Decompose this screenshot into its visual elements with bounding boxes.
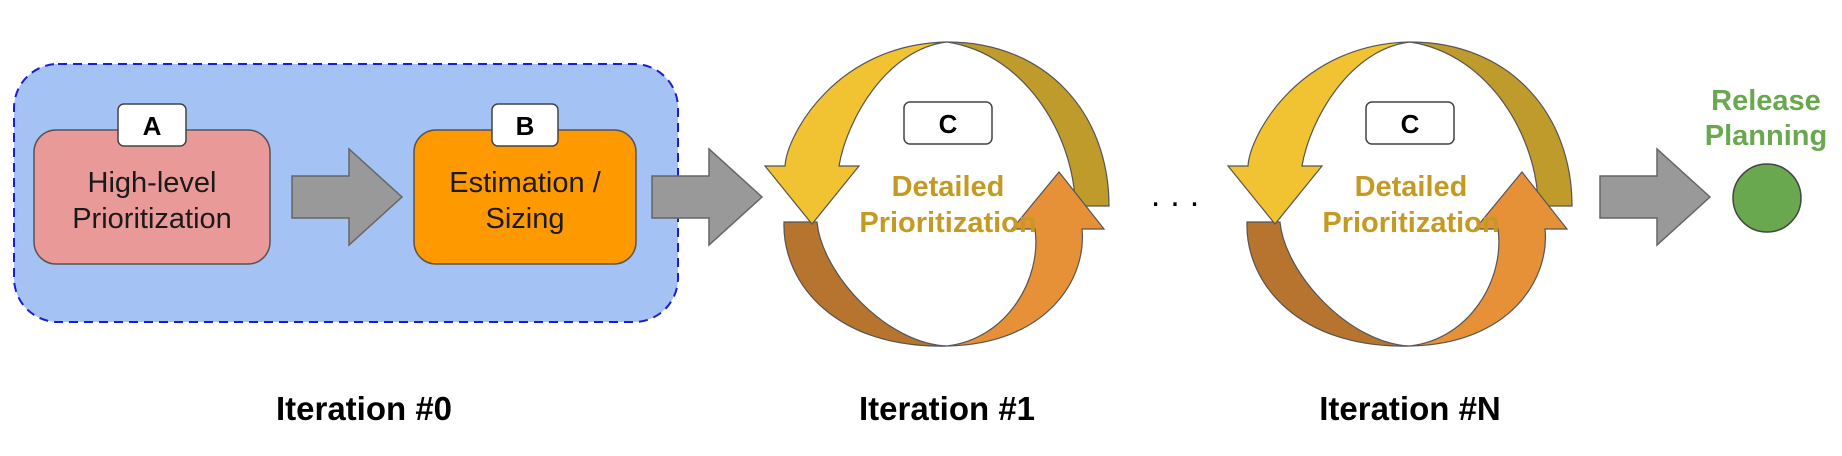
- arrow-to-release: [1599, 148, 1711, 246]
- tag-c-n-label: C: [1401, 109, 1420, 139]
- box-high-level-prioritization: High-level Prioritization: [33, 129, 271, 265]
- tag-b: B: [491, 103, 559, 147]
- cycle-1-arc-bottom-left: [783, 221, 948, 347]
- tag-c-1: C: [903, 101, 993, 145]
- ellipsis: ...: [1151, 176, 1209, 214]
- tag-c-n: C: [1365, 101, 1455, 145]
- release-line2: Planning: [1705, 120, 1827, 152]
- box-b-line1: Estimation /: [449, 167, 601, 199]
- release-line1: Release: [1711, 85, 1821, 117]
- iteration-0-label: Iteration #0: [276, 390, 452, 427]
- cycle-1-line1: Detailed: [892, 171, 1005, 203]
- iteration-n-label: Iteration #N: [1319, 390, 1501, 427]
- box-b-line2: Sizing: [486, 203, 565, 235]
- cycle-n-line2: Prioritization: [1322, 207, 1499, 239]
- iteration-1-label: Iteration #1: [859, 390, 1035, 427]
- box-a-line1: High-level: [88, 167, 217, 199]
- tag-a: A: [117, 103, 187, 147]
- release-end-node: [1732, 163, 1802, 233]
- cycle-n-arc-bottom-left: [1246, 221, 1411, 347]
- box-a-line2: Prioritization: [72, 203, 232, 235]
- tag-a-label: A: [143, 111, 162, 141]
- tag-c-1-label: C: [939, 109, 958, 139]
- cycle-1-line2: Prioritization: [859, 207, 1036, 239]
- box-estimation-sizing: Estimation / Sizing: [413, 129, 637, 265]
- cycle-n-line1: Detailed: [1355, 171, 1468, 203]
- tag-b-label: B: [516, 111, 535, 141]
